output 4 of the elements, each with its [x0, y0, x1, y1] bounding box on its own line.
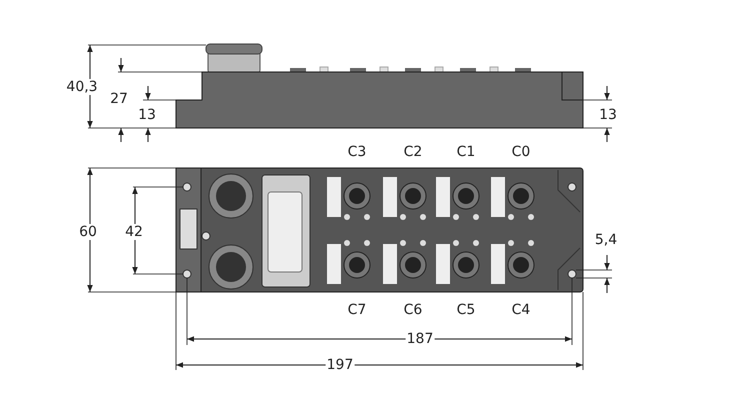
dimension-value: 60 [78, 224, 98, 240]
dimension-value: 42 [124, 224, 144, 240]
dimension-value: 40,3 [65, 79, 99, 95]
dimension-value: 5,4 [594, 232, 618, 248]
